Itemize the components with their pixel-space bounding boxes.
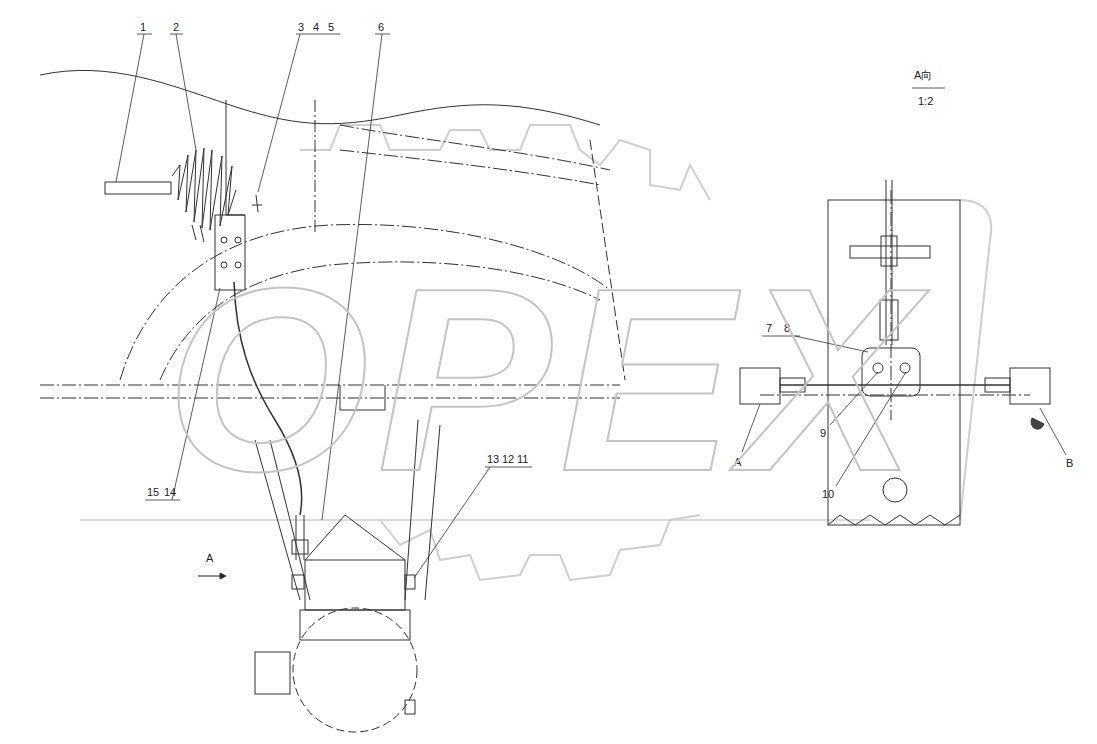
callout-number: 2 [173, 22, 179, 33]
watermark-gear [80, 125, 991, 580]
callout-number: 4 [313, 22, 319, 33]
callout-number: 5 [328, 22, 334, 33]
view-label: A [206, 553, 213, 564]
leader-lines [116, 34, 1066, 578]
view-label: B [1066, 458, 1073, 469]
callout-number: 3 [298, 22, 304, 33]
view-label: A向 [914, 70, 932, 81]
view-label: 1:2 [918, 96, 933, 107]
drawing-lines [40, 70, 1050, 732]
callout-number: 15 [147, 487, 159, 498]
watermark: OPEX [166, 249, 925, 510]
callout-number: 1 [140, 22, 146, 33]
callout-number: 6 [378, 22, 384, 33]
